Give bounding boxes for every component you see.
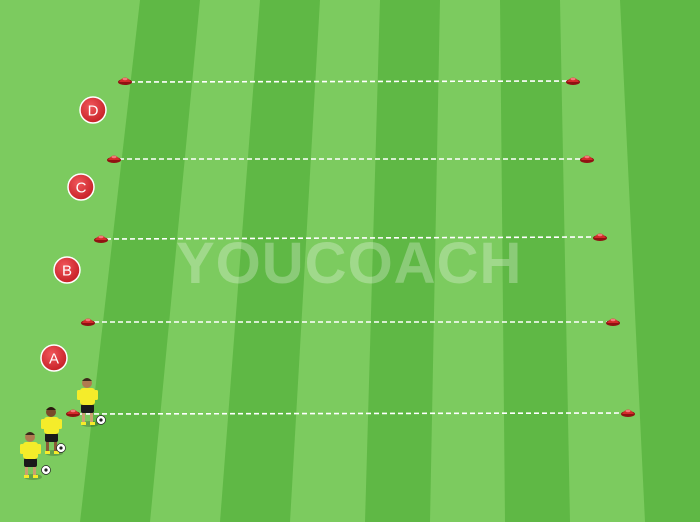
dashed-line: [129, 80, 569, 83]
cone: [621, 409, 635, 417]
player-1: [77, 378, 106, 427]
grass-stripe: [290, 0, 380, 522]
grass-stripe: [150, 0, 260, 522]
dashed-lines: [77, 80, 623, 415]
zone-marker-c: C: [67, 173, 95, 201]
cone: [606, 318, 620, 326]
cone: [81, 318, 95, 326]
zone-label: D: [88, 103, 99, 120]
zone-label: A: [49, 351, 59, 368]
cone: [580, 155, 594, 163]
cone: [593, 233, 607, 241]
soccer-ball-icon: [56, 443, 66, 453]
soccer-ball-icon: [41, 465, 51, 475]
cones: [66, 77, 635, 417]
zone-label: B: [62, 263, 72, 280]
zone-marker-d: D: [79, 96, 107, 124]
zone-marker-b: B: [53, 256, 81, 284]
grass-stripe: [430, 0, 505, 522]
soccer-ball-icon: [96, 415, 106, 425]
dashed-line: [105, 236, 595, 240]
grass-stripes: [0, 0, 645, 522]
watermark: YOUCOACH: [176, 231, 522, 296]
watermark-text: YOUCOACH: [176, 231, 522, 296]
player-2: [41, 407, 66, 456]
player-3: [20, 432, 51, 480]
zone-label: C: [76, 180, 87, 197]
cone: [118, 77, 132, 85]
zone-marker-a: A: [40, 344, 68, 372]
grass-stripe: [560, 0, 645, 522]
cone: [566, 77, 580, 85]
cone: [66, 409, 80, 417]
cone: [107, 155, 121, 163]
cone: [94, 235, 108, 243]
dashed-line: [77, 412, 623, 415]
